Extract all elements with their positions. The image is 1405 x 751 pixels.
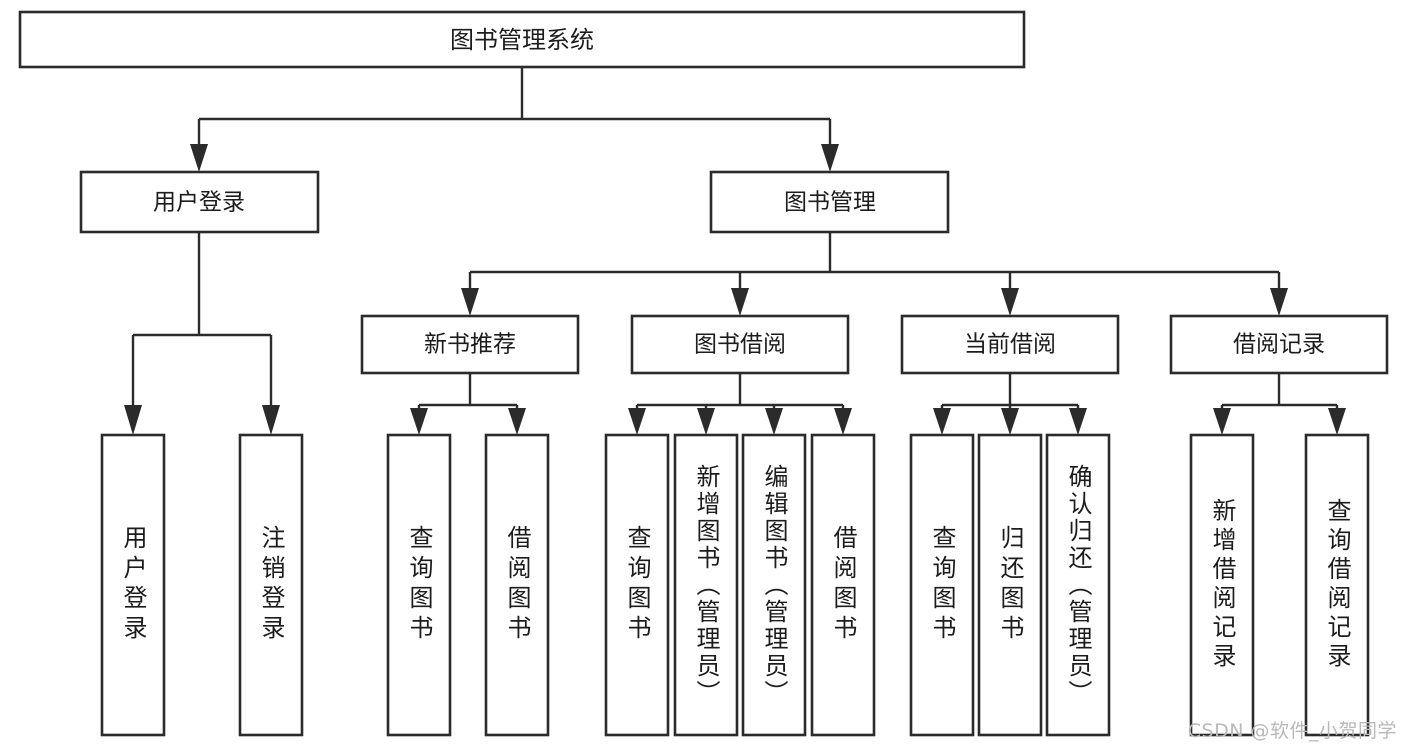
- connectors-root-level2: [190, 67, 839, 172]
- arrowhead-book-borrow: [731, 288, 749, 316]
- leaf-box-query-record[interactable]: [1304, 433, 1370, 737]
- connectors-user-login-leaves: [124, 232, 280, 435]
- leaf-box-edit-book[interactable]: [741, 433, 807, 737]
- arrowhead-leaf-query-record: [1328, 408, 1346, 435]
- leaf-box-return-book[interactable]: [977, 433, 1043, 737]
- node-borrow-record-label: 借阅记录: [1233, 332, 1325, 358]
- arrowhead-leaf-logout: [262, 405, 280, 435]
- node-book-borrow[interactable]: 图书借阅: [630, 314, 850, 375]
- node-book-borrow-box[interactable]: [630, 314, 850, 375]
- arrowhead-leaf-query-book-3: [933, 408, 951, 435]
- connectors-current-borrow-leaves: [933, 373, 1087, 435]
- leaves-current-borrow: [909, 433, 1111, 737]
- arrowhead-leaf-add-book: [697, 408, 715, 435]
- arrowhead-leaf-query-book-1: [410, 408, 428, 435]
- connectors-book-manage-level3: [461, 232, 1288, 316]
- node-borrow-record-box[interactable]: [1169, 314, 1389, 375]
- node-current-borrow-label: 当前借阅: [964, 332, 1056, 358]
- arrowhead-leaf-edit-book: [765, 408, 783, 435]
- connectors-new-book-leaves: [410, 373, 526, 435]
- node-root-box[interactable]: [18, 10, 1026, 69]
- node-book-manage-label: 图书管理: [784, 190, 876, 216]
- leaf-box-query-book-2[interactable]: [604, 433, 670, 737]
- leaf-box-add-record[interactable]: [1189, 433, 1255, 737]
- leaves-user-login: [100, 433, 304, 737]
- node-borrow-record[interactable]: 借阅记录: [1169, 314, 1389, 375]
- arrowhead-leaf-query-book-2: [628, 408, 646, 435]
- arrowhead-leaf-borrow-book-2: [834, 408, 852, 435]
- node-current-borrow[interactable]: 当前借阅: [900, 314, 1120, 375]
- leaf-box-borrow-book-2[interactable]: [810, 433, 876, 737]
- arrowhead-leaf-return-book: [1001, 408, 1019, 435]
- arrowhead-leaf-borrow-book-1: [508, 408, 526, 435]
- node-new-book-recommend[interactable]: 新书推荐: [360, 314, 580, 375]
- node-book-borrow-label: 图书借阅: [694, 332, 786, 358]
- connectors-borrow-record-leaves: [1213, 373, 1346, 435]
- node-root[interactable]: 图书管理系统: [18, 10, 1026, 69]
- leaf-box-logout[interactable]: [238, 433, 304, 737]
- connectors-book-borrow-leaves: [628, 373, 852, 435]
- arrowhead-new-book-recommend: [461, 288, 479, 316]
- leaves-new-book-recommend: [386, 433, 550, 737]
- leaf-box-confirm-return[interactable]: [1045, 433, 1111, 737]
- node-user-login-label: 用户登录: [153, 190, 245, 216]
- arrowhead-book-manage: [821, 144, 839, 172]
- arrowhead-borrow-record: [1270, 288, 1288, 316]
- arrowhead-leaf-user-login: [124, 405, 142, 435]
- arrowhead-leaf-add-record: [1213, 408, 1231, 435]
- leaves-book-borrow: [604, 433, 876, 737]
- node-new-book-recommend-label: 新书推荐: [424, 332, 516, 358]
- arrowhead-current-borrow: [1001, 288, 1019, 316]
- leaf-box-query-book-3[interactable]: [909, 433, 975, 737]
- node-user-login[interactable]: 用户登录: [79, 170, 320, 234]
- watermark-text: CSDN @软件_小贺同学: [1187, 720, 1397, 742]
- node-root-label: 图书管理系统: [450, 26, 594, 54]
- node-current-borrow-box[interactable]: [900, 314, 1120, 375]
- node-new-book-recommend-box[interactable]: [360, 314, 580, 375]
- node-book-manage-box[interactable]: [709, 170, 950, 234]
- leaf-box-query-book-1[interactable]: [386, 433, 452, 737]
- node-user-login-box[interactable]: [79, 170, 320, 234]
- arrowhead-user-login: [190, 144, 208, 172]
- node-book-manage[interactable]: 图书管理: [709, 170, 950, 234]
- leaf-box-add-book[interactable]: [673, 433, 739, 737]
- leaf-box-borrow-book-1[interactable]: [484, 433, 550, 737]
- arrowhead-leaf-confirm-return: [1069, 408, 1087, 435]
- leaf-box-user-login[interactable]: [100, 433, 166, 737]
- leaves-borrow-record: [1189, 433, 1370, 737]
